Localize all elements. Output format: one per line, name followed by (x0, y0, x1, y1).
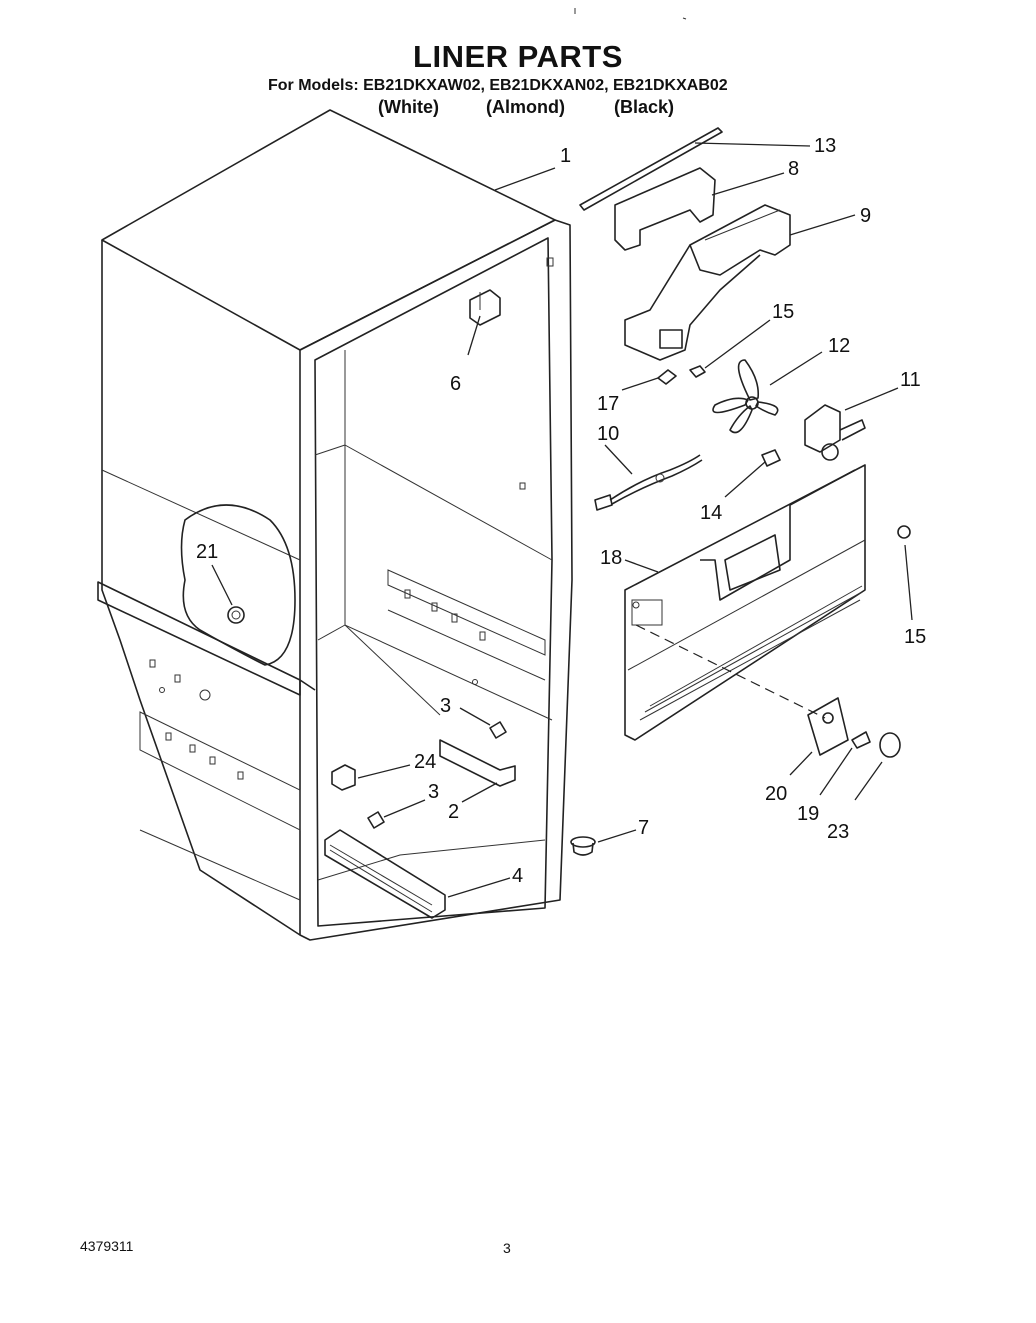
screw-15a (689, 365, 706, 378)
dashed-connector (635, 624, 826, 719)
socket-plate-20 (807, 697, 849, 756)
support-2 (439, 739, 516, 787)
document-number: 4379311 (80, 1238, 134, 1254)
callout-1: 1 (560, 145, 571, 167)
tick-mark (682, 17, 687, 20)
screw-3a (489, 721, 507, 739)
side-cutout (180, 504, 296, 666)
callout-9: 9 (860, 205, 871, 227)
models-line: For Models: EB21DKXAW02, EB21DKXAN02, EB… (268, 77, 728, 94)
callout-labels: 1 13 8 9 6 15 12 17 11 10 14 15 18 21 3 … (196, 135, 926, 887)
callout-23: 23 (827, 821, 849, 843)
callout-20: 20 (765, 783, 787, 805)
screw-15b (897, 525, 911, 539)
bracket-8 (614, 167, 716, 251)
cylinder-14 (761, 449, 781, 467)
page-number: 3 (503, 1240, 511, 1256)
callout-8: 8 (788, 158, 799, 180)
callout-2: 2 (448, 801, 459, 823)
callout-15a: 15 (772, 301, 794, 323)
screw-19 (851, 731, 871, 749)
callout-17: 17 (597, 393, 619, 415)
leader-lines (211, 142, 913, 898)
fan-blade-12 (712, 359, 779, 434)
callout-7: 7 (638, 817, 649, 839)
callout-15b: 15 (904, 626, 926, 648)
page-title: LINER PARTS (413, 39, 623, 74)
callout-6: 6 (450, 373, 461, 395)
bulb-23 (879, 732, 901, 758)
screw-17 (657, 369, 677, 385)
housing-9 (624, 204, 791, 361)
variant-white: (White) (378, 97, 439, 117)
callout-10: 10 (597, 423, 619, 445)
callout-12: 12 (828, 335, 850, 357)
plug-7 (570, 836, 596, 856)
callout-13: 13 (814, 135, 836, 157)
strip-13 (579, 127, 723, 211)
switch-6 (469, 289, 501, 326)
variant-black: (Black) (614, 97, 675, 117)
back-panel-18 (624, 464, 866, 741)
callout-4: 4 (512, 865, 523, 887)
wire-harness-10 (594, 454, 703, 511)
callout-21: 21 (196, 541, 218, 563)
callout-3b: 3 (428, 781, 439, 803)
callout-18: 18 (600, 547, 622, 569)
fan-motor-11 (804, 404, 866, 461)
callout-19: 19 (797, 803, 819, 825)
callout-11: 11 (900, 369, 921, 391)
screw-3b (367, 811, 385, 829)
liner-cabinet (97, 109, 573, 941)
variant-almond: (Almond) (486, 97, 565, 117)
clip-24 (331, 764, 356, 791)
callout-3a: 3 (440, 695, 451, 717)
callout-14: 14 (700, 502, 722, 524)
drain-fitting-21 (227, 606, 245, 624)
callout-24: 24 (414, 751, 436, 773)
page-header: LINER PARTS (0, 40, 1036, 74)
grille-4 (324, 829, 446, 919)
